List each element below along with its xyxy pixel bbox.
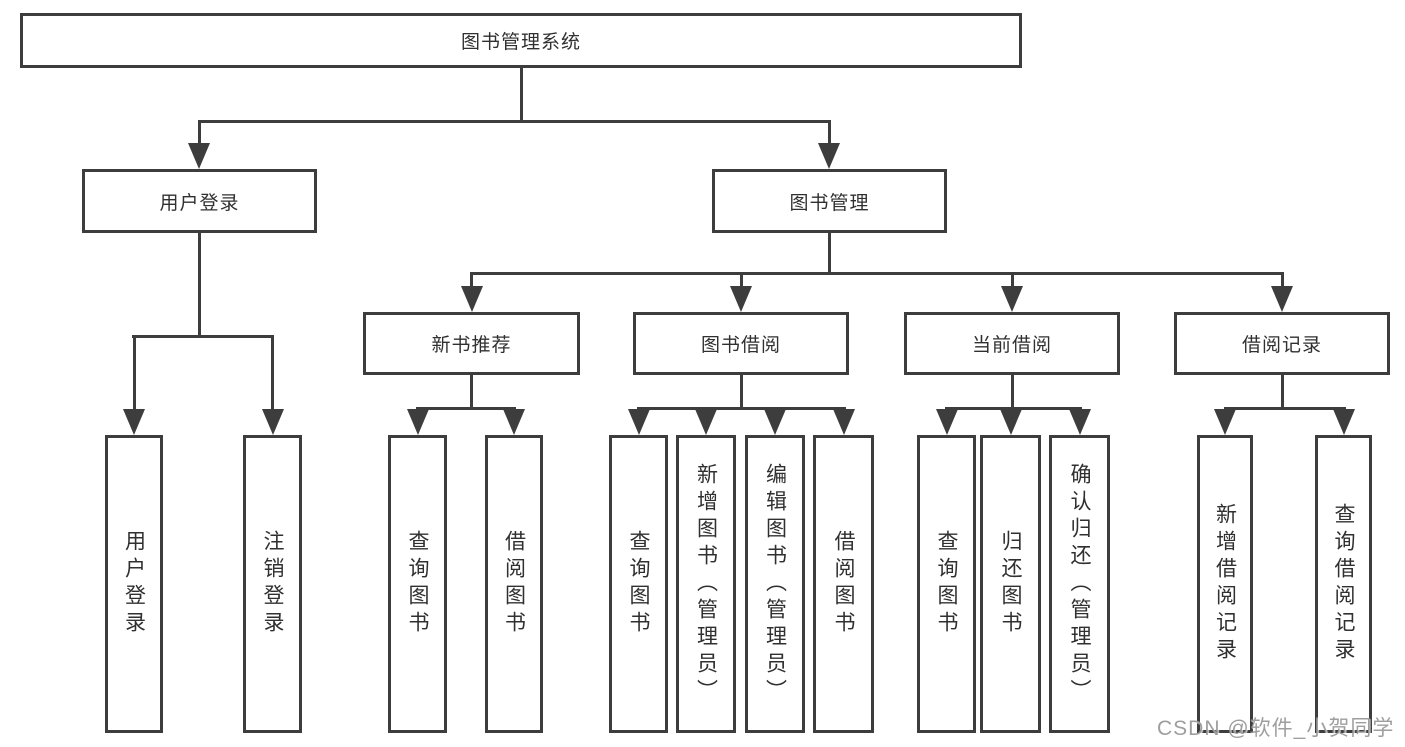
leaf-nb-borrow-books: 借阅图书 [485, 435, 543, 733]
connector-borrow-records-stem [1280, 375, 1284, 407]
arrow-to-leaf-bb-edit [764, 407, 786, 435]
leaf-user-login-label: 用户登录 [122, 530, 146, 638]
leaf-nb-query-books: 查询图书 [388, 435, 447, 733]
arrow-to-leaf-bb-query [627, 407, 650, 435]
connector-book-management-stem [828, 233, 831, 272]
node-book-borrow: 图书借阅 [633, 312, 849, 375]
leaf-br-add-record-label: 新增借阅记录 [1213, 503, 1237, 665]
arrow-to-new-books [460, 272, 483, 312]
node-current-borrow-label: 当前借阅 [971, 335, 1052, 356]
arrow-to-leaf-user-login [123, 335, 145, 435]
connector-new-books-branch [416, 407, 516, 410]
node-user-login-label: 用户登录 [159, 192, 240, 214]
leaf-nb-query-books-label: 查询图书 [406, 530, 429, 638]
connector-root-stem [520, 68, 523, 120]
arrow-to-leaf-bb-borrow [832, 407, 855, 435]
leaf-user-login: 用户登录 [105, 435, 163, 733]
leaf-bb-query-books: 查询图书 [609, 435, 668, 733]
leaf-br-add-record: 新增借阅记录 [1197, 435, 1253, 733]
node-current-borrow: 当前借阅 [904, 312, 1120, 375]
arrow-to-leaf-nb-query [406, 407, 429, 435]
node-book-management: 图书管理 [712, 169, 947, 233]
leaf-nb-borrow-books-label: 借阅图书 [502, 530, 526, 638]
leaf-logout-label: 注销登录 [261, 530, 284, 638]
leaf-bb-add-books-admin-label: 新增图书（管理员） [694, 462, 718, 706]
arrow-to-leaf-cb-confirm [1068, 407, 1091, 435]
connector-root-branch [198, 120, 831, 123]
node-root: 图书管理系统 [20, 13, 1022, 68]
leaf-cb-query-books-label: 查询图书 [935, 530, 958, 638]
connector-borrow-records-branch [1223, 407, 1346, 410]
leaf-bb-add-books-admin: 新增图书（管理员） [676, 435, 736, 733]
leaf-bb-edit-books-admin: 编辑图书（管理员） [745, 435, 805, 733]
connector-book-borrow-stem [739, 375, 743, 407]
arrow-to-borrow-records [1271, 272, 1293, 312]
leaf-cb-confirm-return-admin: 确认归还（管理员） [1049, 435, 1110, 733]
leaf-cb-return-books-label: 归还图书 [999, 530, 1022, 638]
connector-user-login-stem [198, 233, 201, 335]
connector-current-borrow-stem [1010, 375, 1014, 407]
arrow-to-user-login [188, 120, 210, 169]
leaf-cb-query-books: 查询图书 [917, 435, 976, 733]
node-new-book-recommend: 新书推荐 [363, 312, 580, 375]
leaf-cb-confirm-return-admin-label: 确认归还（管理员） [1068, 462, 1091, 706]
node-borrow-records: 借阅记录 [1174, 312, 1390, 375]
arrow-to-leaf-br-query [1332, 407, 1355, 435]
leaf-logout: 注销登录 [243, 435, 302, 733]
arrow-to-leaf-br-add [1214, 407, 1236, 435]
connector-book-management-branch [470, 272, 1283, 275]
arrow-to-leaf-cb-query [935, 407, 958, 435]
connector-book-borrow-branch [637, 407, 846, 410]
node-root-label: 图书管理系统 [460, 32, 581, 53]
node-book-borrow-label: 图书借阅 [700, 335, 781, 356]
arrow-to-leaf-logout [261, 335, 284, 435]
leaf-bb-query-books-label: 查询图书 [627, 530, 650, 638]
arrow-to-leaf-cb-return [999, 407, 1022, 435]
leaf-bb-edit-books-admin-label: 编辑图书（管理员） [763, 462, 787, 706]
arrow-to-book-management [818, 120, 840, 169]
node-borrow-records-label: 借阅记录 [1241, 335, 1322, 356]
leaf-bb-borrow-books-label: 借阅图书 [832, 530, 855, 638]
arrow-to-book-borrow [730, 272, 752, 312]
node-new-book-recommend-label: 新书推荐 [431, 335, 512, 356]
connector-user-login-branch [132, 335, 274, 338]
leaf-br-query-record-label: 查询借阅记录 [1332, 503, 1355, 665]
arrow-to-current-borrow [1001, 272, 1023, 312]
arrow-to-leaf-bb-add [695, 407, 717, 435]
connector-new-books-stem [470, 375, 473, 407]
node-user-login: 用户登录 [82, 169, 317, 233]
leaf-cb-return-books: 归还图书 [980, 435, 1041, 733]
connector-current-borrow-branch [945, 407, 1082, 410]
arrow-to-leaf-nb-borrow [503, 407, 525, 435]
node-book-management-label: 图书管理 [789, 192, 870, 214]
leaf-bb-borrow-books: 借阅图书 [813, 435, 874, 733]
leaf-br-query-record: 查询借阅记录 [1315, 435, 1372, 733]
csdn-watermark: CSDN @软件_小贺同学 [1157, 717, 1395, 740]
